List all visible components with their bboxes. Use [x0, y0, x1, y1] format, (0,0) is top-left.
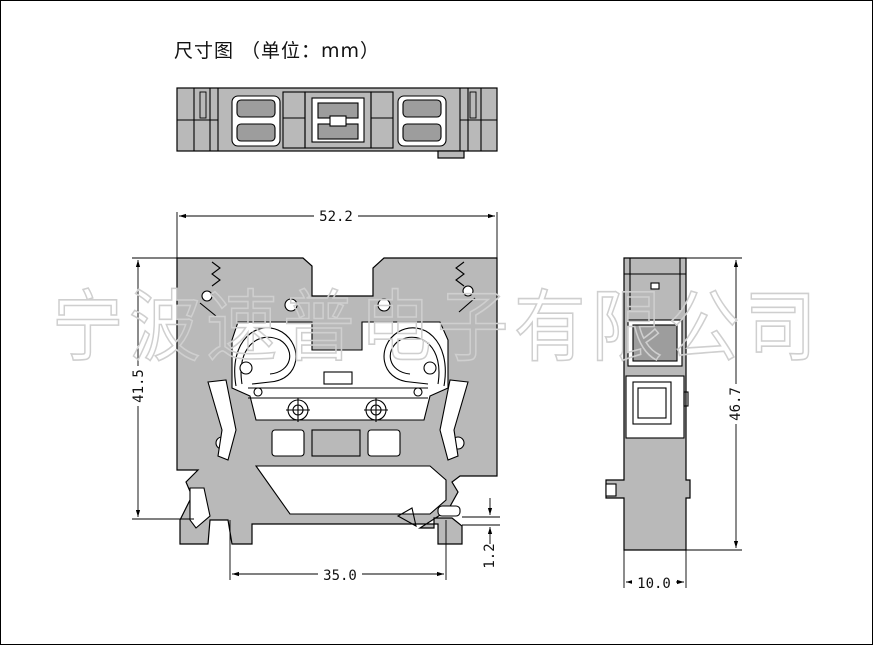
- drawing-title: 尺寸图 （单位：mm）: [174, 40, 381, 62]
- dim-side-thickness: 10.0: [637, 576, 671, 592]
- dim-width-top: 52.2: [319, 209, 353, 225]
- dim-height-left: 41.5: [131, 369, 147, 403]
- front-view: [176, 257, 498, 545]
- dim-rail-width: 35.0: [323, 568, 357, 584]
- top-view: [176, 87, 498, 159]
- side-view: [605, 257, 691, 551]
- dim-side-height: 46.7: [728, 387, 744, 421]
- terminal-screws: [286, 398, 388, 422]
- company-watermark: 宁波速普电子有限公司: [52, 283, 822, 373]
- dim-rail-gap: 1.2: [482, 543, 498, 568]
